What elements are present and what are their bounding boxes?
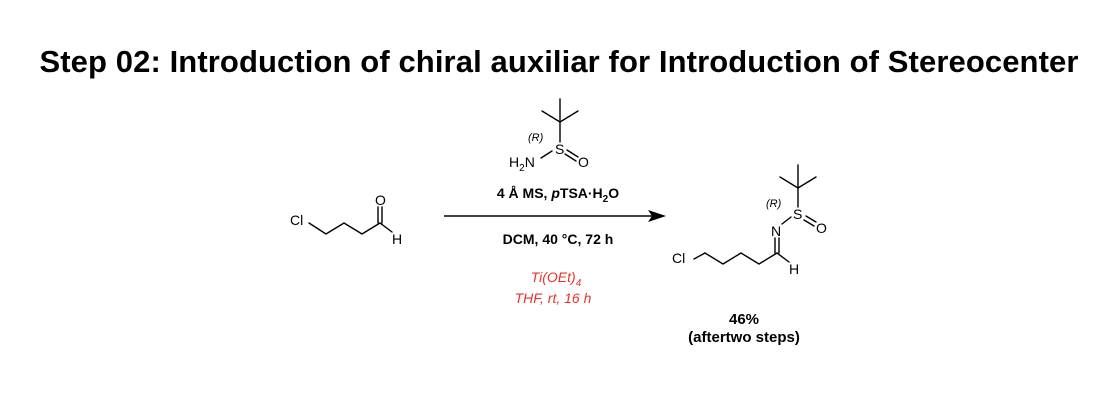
condition-line-2: DCM, 40 °C, 72 h xyxy=(503,231,614,247)
condition-tsa: TSA·H xyxy=(560,185,603,201)
product-atom-h: H xyxy=(789,261,799,277)
reagent-so-bond-1 xyxy=(566,149,579,158)
reagent-tbu-bond-right xyxy=(559,110,579,123)
product-sn-bond xyxy=(781,216,792,225)
condition-o: O xyxy=(608,185,619,201)
sm-atom-o: O xyxy=(375,192,386,208)
yield-value: 46% xyxy=(729,311,759,328)
product-stereo-label: (R) xyxy=(766,198,782,210)
product-atom-cl: Cl xyxy=(672,250,685,266)
starting-material: Cl O H xyxy=(290,192,402,247)
product-so-bond-1 xyxy=(805,215,817,223)
alt-condition-line-1: Ti(OEt)4 xyxy=(531,269,582,289)
reagent-nh2-h: H xyxy=(509,154,519,170)
condition-line-1: 4 Å MS, pTSA·H2O xyxy=(497,185,619,205)
condition-h2-subscript: 2 xyxy=(603,194,609,205)
reagent-sulfinamide: (R) S O H2N xyxy=(509,98,589,174)
sm-ch-bond xyxy=(379,222,393,233)
product-ch-bond xyxy=(776,252,790,263)
reagent-stereo-label: (R) xyxy=(528,132,544,144)
product-atom-n: N xyxy=(771,223,781,239)
arrow-head xyxy=(648,210,666,222)
condition-p-italic: p xyxy=(550,185,560,201)
reagent-so-bond-2 xyxy=(564,153,577,162)
product-atom-s: S xyxy=(793,206,802,222)
product-tbu-bond-right xyxy=(797,176,817,189)
reagent-atom-s: S xyxy=(555,141,564,157)
sm-atom-h: H xyxy=(392,231,402,247)
product-atom-o: O xyxy=(816,220,827,236)
sm-chain-bonds xyxy=(308,222,381,235)
product-so-bond-2 xyxy=(803,219,815,227)
reaction-arrow xyxy=(444,210,666,222)
product-c-cl-bond xyxy=(693,252,706,260)
product-tbu-bond-left xyxy=(779,176,799,189)
reagent-atom-o: O xyxy=(578,154,589,170)
product-chain-bonds xyxy=(704,252,778,265)
reagent-tbu-bond-left xyxy=(541,110,561,123)
reagent-nh2: H2N xyxy=(509,154,535,174)
alt-condition-reagent: Ti(OEt) xyxy=(531,269,576,285)
alt-condition-line-2: THF, rt, 16 h xyxy=(515,290,592,306)
sm-atom-cl: Cl xyxy=(290,212,303,228)
yield-note: (aftertwo steps) xyxy=(688,329,800,346)
product: (R) S O N Cl H xyxy=(672,164,827,277)
scheme-title: Step 02: Introduction of chiral auxiliar… xyxy=(39,44,1079,79)
reagent-nh2-n: N xyxy=(525,154,535,170)
alt-condition-subscript: 4 xyxy=(576,278,582,289)
condition-ms: 4 Å MS, xyxy=(497,185,551,201)
reagent-sn-bond xyxy=(540,150,553,159)
reagent-nh2-subscript: 2 xyxy=(519,163,525,174)
